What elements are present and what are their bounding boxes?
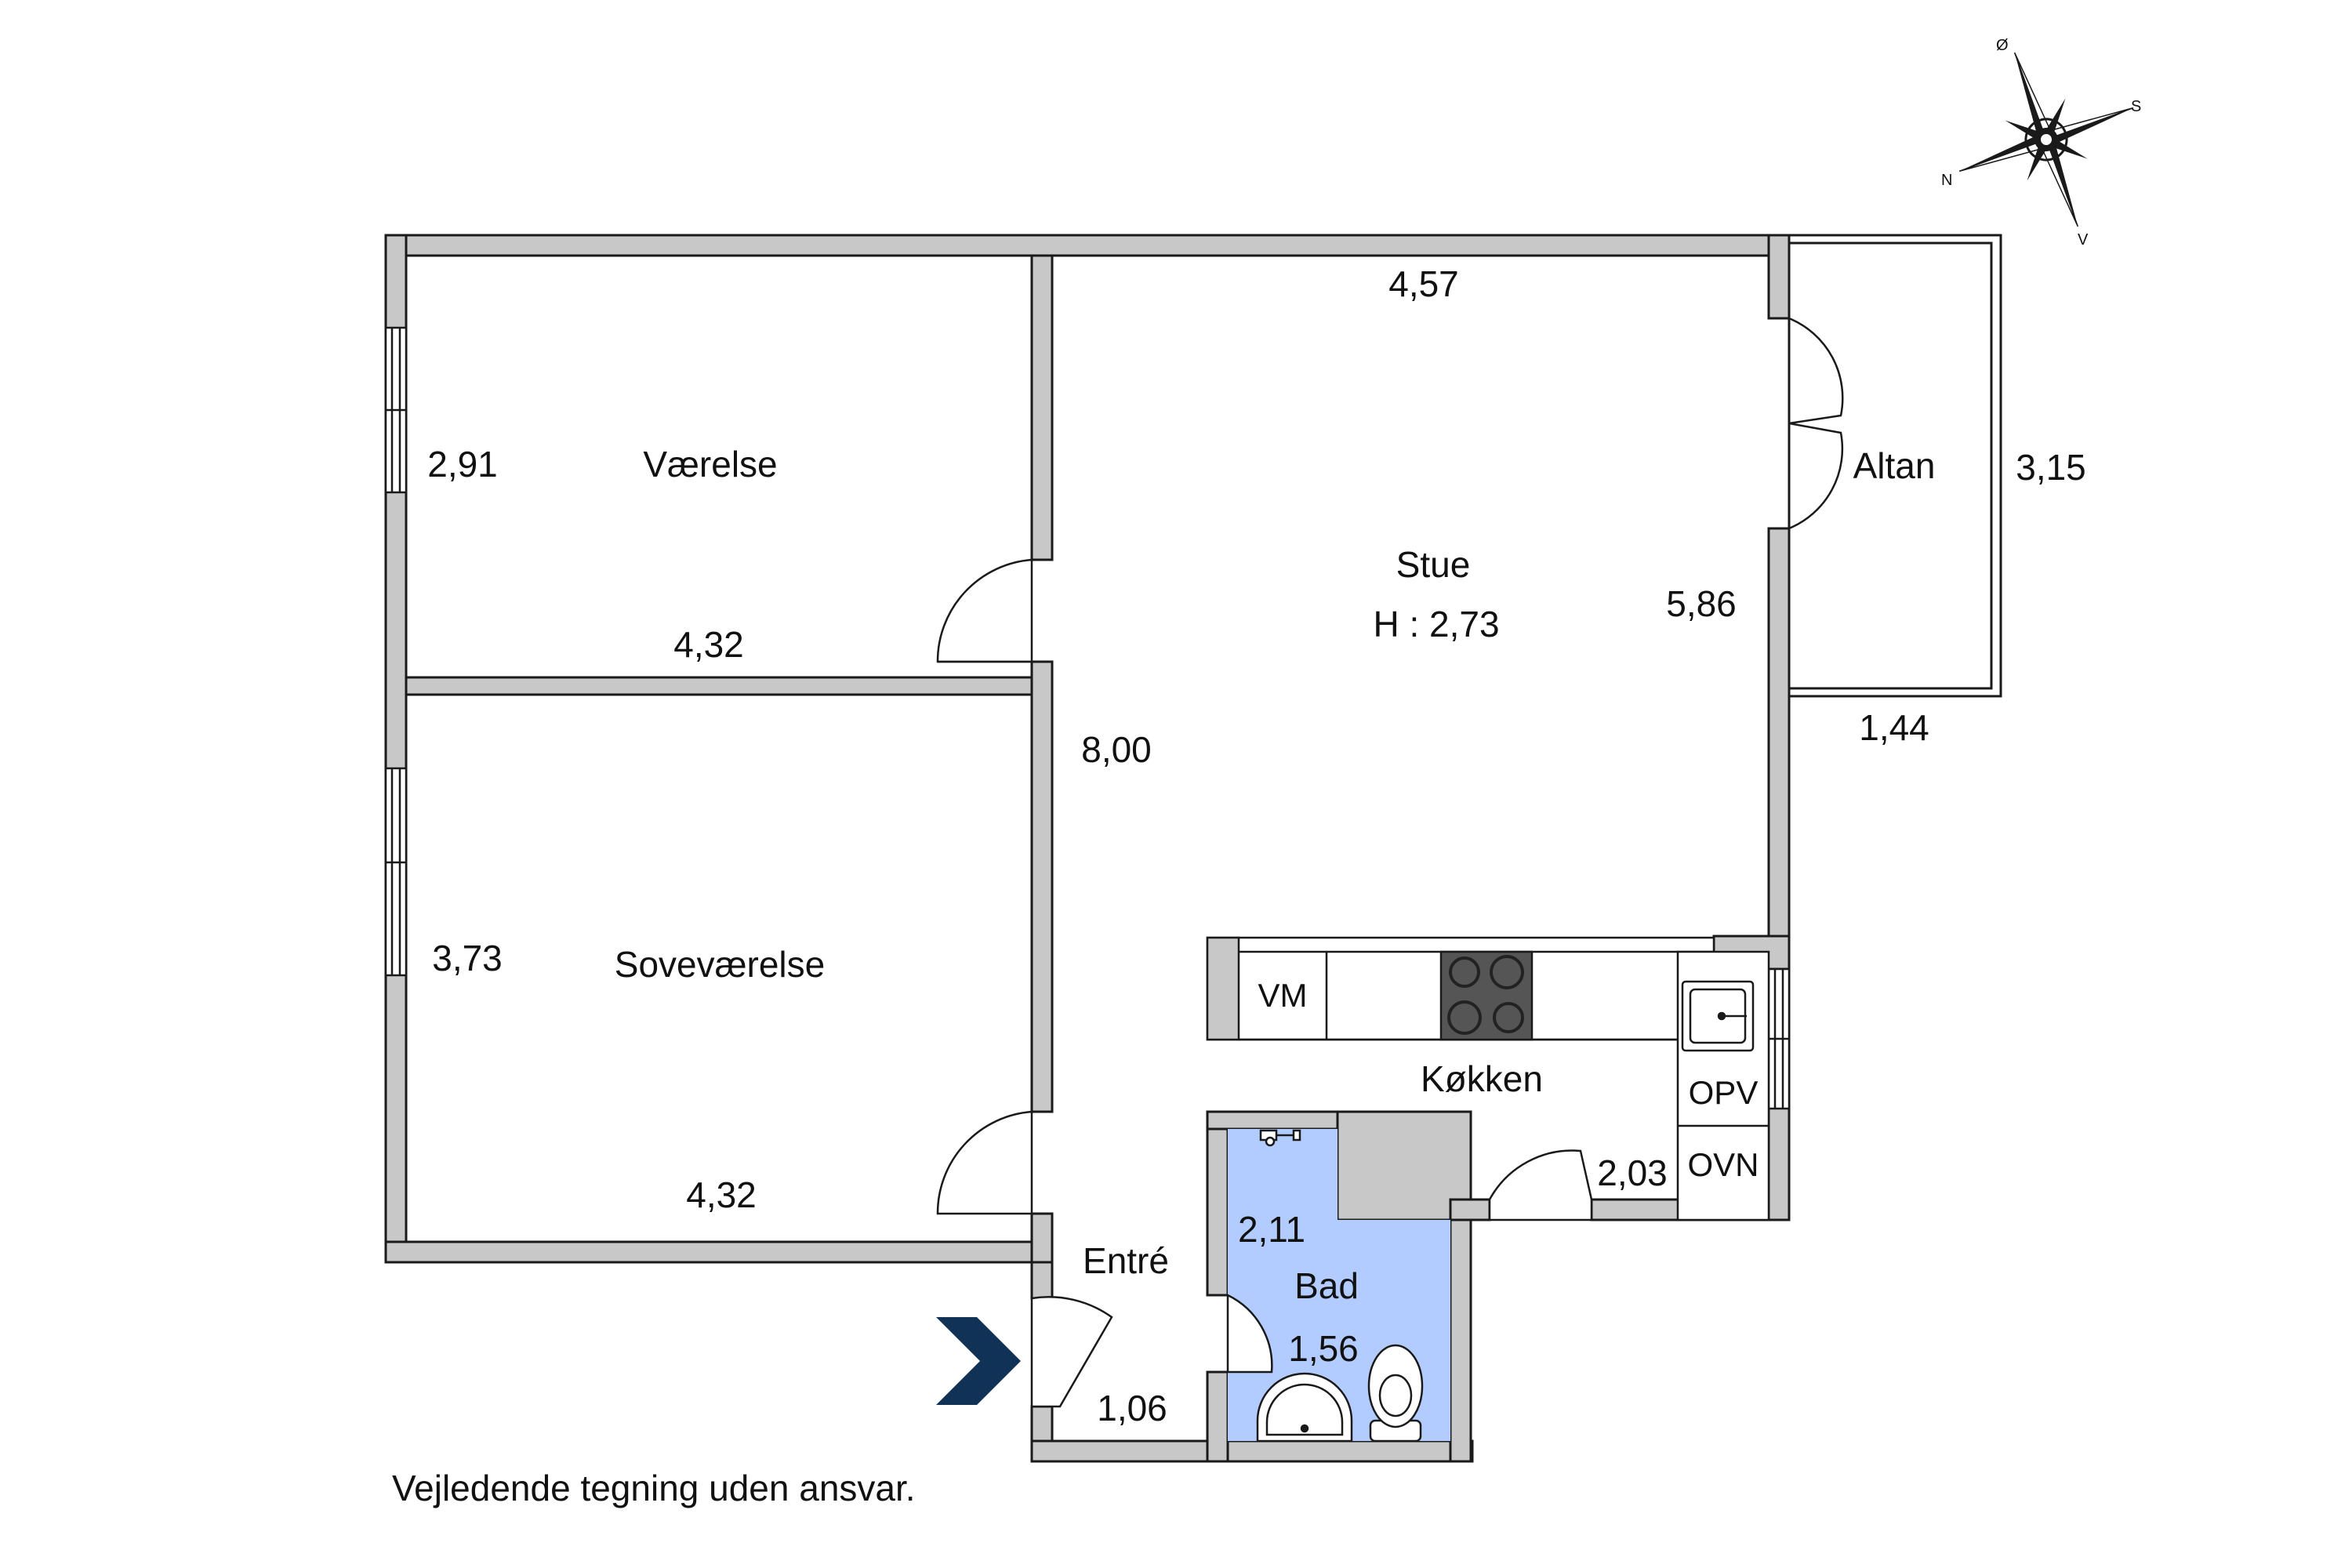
compass-label-north: N [1941,172,1952,189]
dim-vaerelse-width: 4,32 [673,624,744,665]
sink-bad [1256,1372,1353,1443]
kitchen-counter [1206,936,1770,1221]
appliance-label-opv: OPV [1689,1074,1759,1111]
walls [384,234,1791,1463]
door-entre [1030,1296,1113,1408]
sink [1681,980,1755,1052]
compass-label-south: S [2131,98,2141,115]
wall-kitchen-bottom-left [1449,1198,1491,1221]
dim-sovevaerelse-width: 4,32 [686,1174,757,1215]
door-altan [1788,317,1844,530]
doors [936,317,1844,1408]
wall-hall-mid [1030,660,1054,1113]
wall-hall-bottom [1030,1212,1054,1264]
bathroom-fixtures [1256,1129,1424,1443]
dim-bad-width: 1,56 [1288,1328,1359,1369]
wall-right-top [1767,234,1791,320]
room-label-sovevaerelse: Soveværelse [615,944,825,985]
room-label-stue: Stue [1396,544,1471,585]
room-label-bad: Bad [1294,1265,1359,1306]
shower-faucet [1259,1129,1301,1147]
door-vaerelse [936,558,1033,663]
dim-stue-width: 4,57 [1388,263,1459,304]
dim-sovevaerelse-depth: 3,73 [432,938,503,978]
dim-stue-depth: 5,86 [1666,583,1737,624]
door-koekken [1488,1149,1593,1221]
compass-rose-icon [1958,52,2134,227]
compass-label-west: V [2078,231,2089,249]
dim-entre-width: 1,06 [1097,1388,1167,1428]
shaft-block [1336,1110,1472,1221]
wall-entre-bottom [1030,1439,1474,1463]
wall-bad-right [1449,1218,1472,1463]
wall-bedrooms-divider [405,676,1047,696]
room-label-vaerelse: Værelse [643,444,777,485]
windows [384,326,1791,1110]
appliance-label-vm: VM [1258,977,1308,1014]
appliance-label-ovn: OVN [1687,1146,1759,1183]
room-label-altan: Altan [1853,445,1936,486]
dim-vaerelse-depth: 2,91 [427,444,498,485]
room-height-stue: H : 2,73 [1373,604,1499,644]
disclaimer-text: Vejledende tegning uden ansvar. [392,1468,916,1508]
dim-hall-length: 8,00 [1081,729,1152,770]
hob [1439,950,1534,1041]
wall-right-mid [1767,527,1791,938]
window-sovevaerelse [384,767,408,977]
dim-kitchen-width: 2,03 [1597,1152,1668,1193]
dim-bad-depth: 2,11 [1238,1209,1305,1250]
wall-bedrooms-bottom [384,1240,1049,1264]
wall-top [384,234,1791,257]
wall-bad-left-bottom [1206,1370,1229,1463]
door-bad [1226,1294,1273,1374]
wall-bad-left-top [1206,1110,1229,1297]
wall-entre-left-top [1030,1261,1054,1300]
window-vaerelse [384,326,408,494]
entry-arrow-icon [936,1317,1021,1405]
compass-label-east: Ø [1996,37,2009,54]
window-koekken [1767,967,1791,1110]
room-label-koekken: Køkken [1421,1058,1543,1099]
dim-altan-depth: 3,15 [2016,447,2086,488]
toilet [1367,1344,1424,1443]
door-sovevaerelse [936,1110,1033,1215]
dim-altan-width: 1,44 [1859,707,1929,748]
wall-hall-top [1030,254,1054,561]
room-label-entre: Entré [1083,1240,1169,1281]
counter-end [1206,936,1240,1041]
